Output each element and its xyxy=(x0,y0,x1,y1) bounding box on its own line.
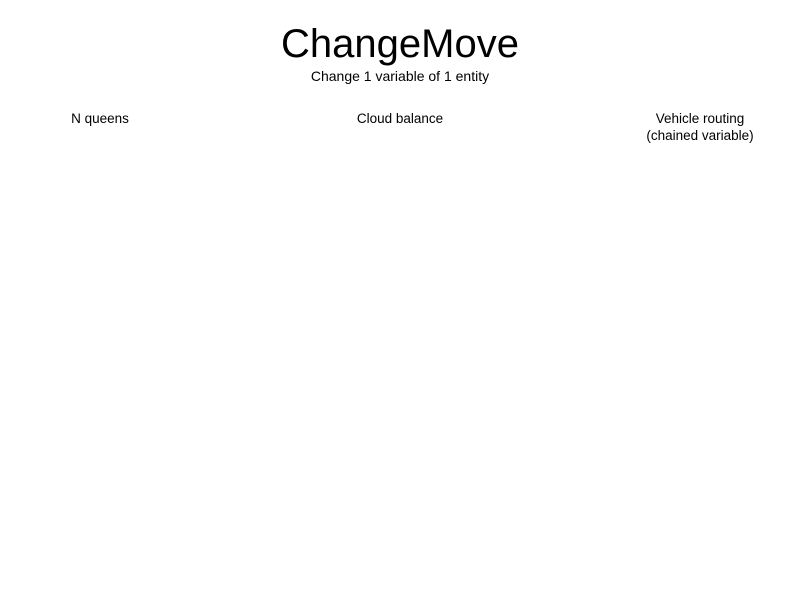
column-header-cloud-balance: Cloud balance xyxy=(356,111,444,126)
column-header-vehicle-routing-line2: (chained variable) xyxy=(646,128,754,143)
cloud-balance-after xyxy=(295,375,515,490)
chessboard-after xyxy=(30,365,170,505)
vehicle-routing-after xyxy=(580,390,790,575)
chessboard-before xyxy=(30,180,170,320)
vehicle-routing-before xyxy=(580,160,790,345)
page-title: ChangeMove xyxy=(281,22,519,66)
column-header-vehicle-routing: Vehicle routing (chained variable) xyxy=(610,110,790,144)
column-header-vehicle-routing-line1: Vehicle routing xyxy=(655,111,745,126)
page-subtitle: Change 1 variable of 1 entity xyxy=(310,68,490,84)
column-header-nqueens: N queens xyxy=(71,111,129,126)
cloud-balance-before xyxy=(295,195,515,310)
